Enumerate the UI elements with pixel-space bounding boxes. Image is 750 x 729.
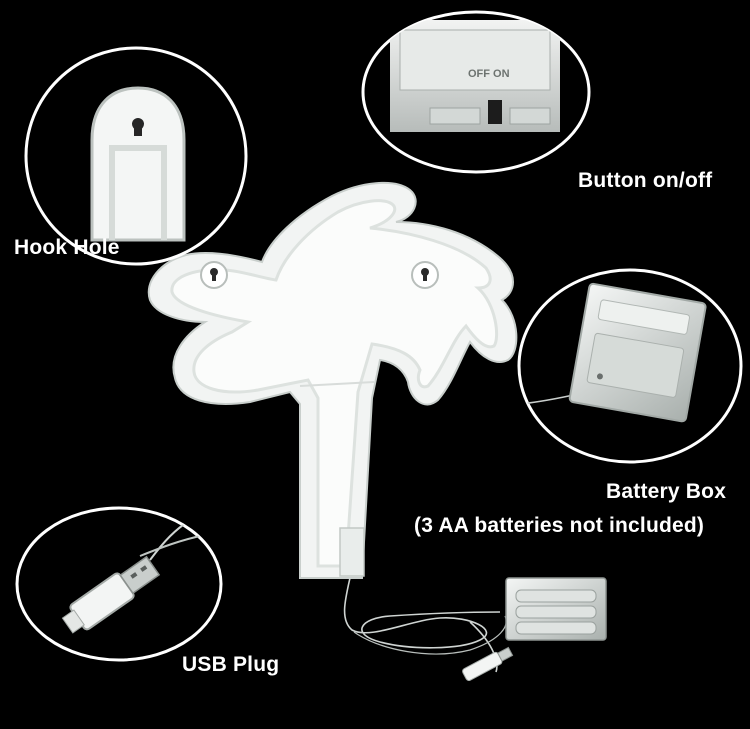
- usb-plug-small: [462, 646, 514, 682]
- battery-box-callout: [517, 268, 743, 464]
- switch-label: OFF ON: [468, 68, 510, 80]
- hook-hole-icon: [90, 86, 186, 242]
- battery-box-small: [505, 577, 607, 641]
- battery-note-label: (3 AA batteries not included): [414, 514, 705, 537]
- button-callout: OFF ON: [361, 10, 591, 174]
- usb-plug-icon: [61, 555, 161, 634]
- support-bar: [299, 381, 375, 387]
- button-label: Button on/off: [578, 169, 713, 192]
- usb-plug-callout: [15, 506, 223, 662]
- battery-box-icon: [568, 282, 707, 423]
- hook-hole-left: [200, 261, 228, 289]
- wire: [343, 577, 501, 673]
- hook-hole-label: Hook Hole: [14, 236, 120, 259]
- battery-box-label: Battery Box: [606, 480, 727, 503]
- palm-tree-sign: [147, 181, 518, 579]
- hook-hole-callout: [24, 46, 248, 266]
- wire-and-battery-box: [343, 577, 607, 682]
- usb-plug-label: USB Plug: [182, 653, 280, 676]
- hook-hole-right: [411, 261, 439, 289]
- sign-base-connector: [339, 527, 365, 577]
- switch-icon: [488, 100, 502, 124]
